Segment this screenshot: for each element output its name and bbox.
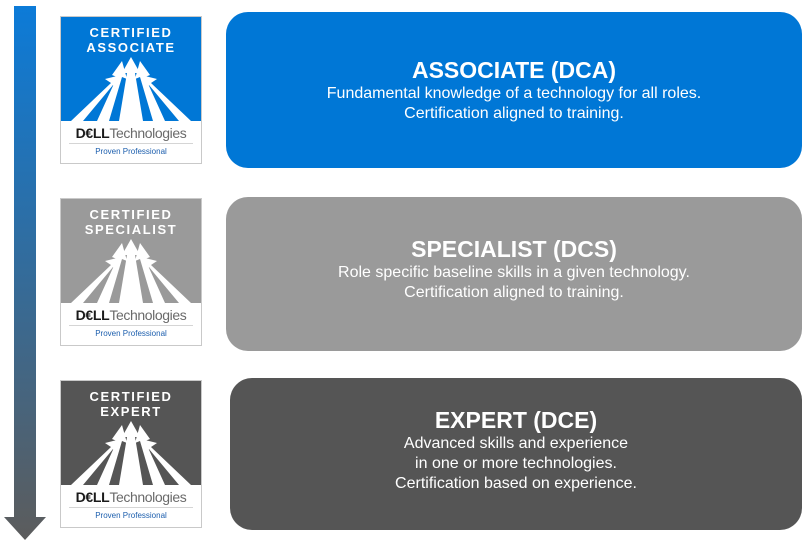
badge-divider [69, 325, 193, 326]
badge-line2: EXPERT [100, 404, 162, 419]
rising-arrows-icon [71, 421, 191, 485]
specialist-badge: CERTIFIED SPECIALIST D€LLTechnologies Pr… [60, 198, 202, 346]
level-description-line: Certification aligned to training. [404, 105, 624, 122]
badge-line2: SPECIALIST [84, 222, 178, 237]
dell-technologies-logo: D€LLTechnologies [75, 489, 187, 505]
badge-line2: ASSOCIATE [86, 40, 176, 55]
dell-technologies-logo: D€LLTechnologies [75, 307, 187, 323]
level-description-line: Role specific baseline skills in a given… [338, 264, 690, 281]
expert-badge: CERTIFIED EXPERT D€LLTechnologies Proven… [60, 380, 202, 528]
badge-tagline: Proven Professional [95, 147, 167, 156]
level-title: EXPERT (DCE) [434, 407, 598, 433]
level-title: ASSOCIATE (DCA) [411, 57, 616, 83]
rising-arrows-icon [71, 57, 191, 121]
badge-divider [69, 143, 193, 144]
badge-header: CERTIFIED SPECIALIST [61, 199, 201, 303]
level-description-line: Fundamental knowledge of a technology fo… [326, 85, 702, 102]
badge-tagline: Proven Professional [95, 511, 167, 520]
associate-badge: CERTIFIED ASSOCIATE D€LLTechnologies Pro… [60, 16, 202, 164]
specialist-box: SPECIALIST (DCS) Role specific baseline … [226, 197, 802, 351]
badge-tagline: Proven Professional [95, 329, 167, 338]
badge-line1: CERTIFIED [89, 25, 173, 40]
progression-arrow [4, 6, 46, 540]
level-description-line: Certification aligned to training. [404, 284, 624, 301]
badge-line1: CERTIFIED [89, 389, 173, 404]
badge-header: CERTIFIED EXPERT [61, 381, 201, 485]
badge-line1: CERTIFIED [89, 207, 173, 222]
dell-technologies-logo: D€LLTechnologies [75, 125, 187, 141]
expert-box: EXPERT (DCE) Advanced skills and experie… [230, 378, 802, 530]
badge-divider [69, 507, 193, 508]
rising-arrows-icon [71, 239, 191, 303]
level-description-line: Advanced skills and experience [403, 435, 629, 452]
level-title: SPECIALIST (DCS) [411, 236, 617, 262]
level-description-line: Certification based on experience. [395, 475, 637, 492]
level-description-line: in one or more technologies. [415, 455, 617, 472]
associate-box: ASSOCIATE (DCA) Fundamental knowledge of… [226, 12, 802, 168]
badge-header: CERTIFIED ASSOCIATE [61, 17, 201, 121]
